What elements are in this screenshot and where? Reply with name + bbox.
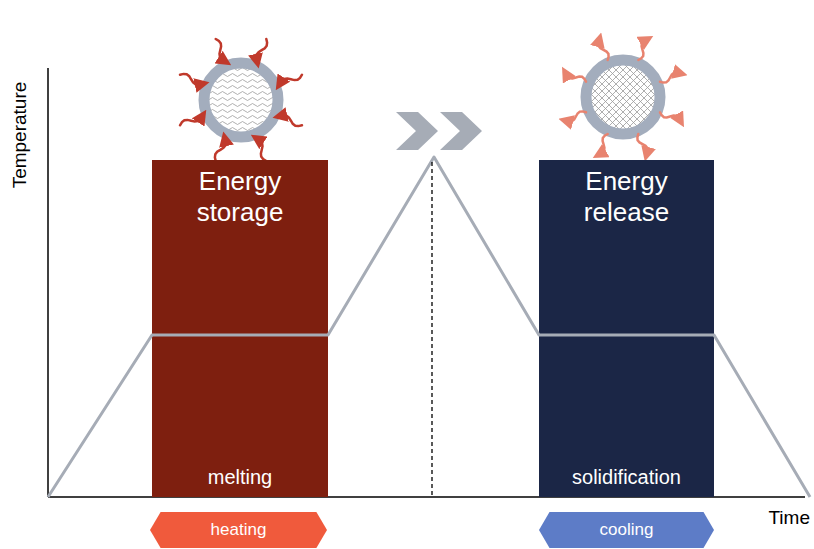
heating-tag: heating xyxy=(150,512,327,548)
heat-arrow xyxy=(280,75,302,84)
heat-arrow xyxy=(660,72,680,82)
heat-arrow xyxy=(215,139,226,161)
capsule-solidifying xyxy=(566,40,681,155)
axis-title: Time xyxy=(768,507,810,529)
heat-arrow xyxy=(598,40,608,60)
box-heading: Energy release xyxy=(545,160,708,228)
chevron xyxy=(440,112,482,150)
dashed-divider xyxy=(431,162,432,497)
heat-arrow xyxy=(256,39,267,61)
energy-release-box: Energy release solidification xyxy=(539,160,714,497)
heat-arrow xyxy=(660,112,680,120)
heat-arrow xyxy=(280,115,302,126)
chevron xyxy=(396,112,438,150)
axis-title: Temperature xyxy=(9,82,31,189)
curve-line xyxy=(48,157,810,497)
capsule-melting xyxy=(180,39,302,161)
heat-arrow xyxy=(566,73,586,81)
heat-arrow xyxy=(638,40,646,60)
energy-storage-box: Energy storage melting xyxy=(152,160,328,497)
heat-arrow xyxy=(180,116,202,125)
heat-arrow xyxy=(257,139,266,161)
box-caption: melting xyxy=(208,465,272,497)
heat-arrow xyxy=(180,74,202,85)
heat-arrow xyxy=(637,134,647,154)
y-axis xyxy=(47,68,49,497)
tag-label: cooling xyxy=(600,520,654,540)
cooling-tag: cooling xyxy=(539,512,714,548)
box-caption: solidification xyxy=(572,465,681,497)
box-heading: Energy storage xyxy=(158,160,322,228)
heat-arrow xyxy=(599,134,607,154)
heat-arrow xyxy=(566,111,586,121)
heat-arrow xyxy=(216,39,225,61)
tag-label: heating xyxy=(211,520,267,540)
